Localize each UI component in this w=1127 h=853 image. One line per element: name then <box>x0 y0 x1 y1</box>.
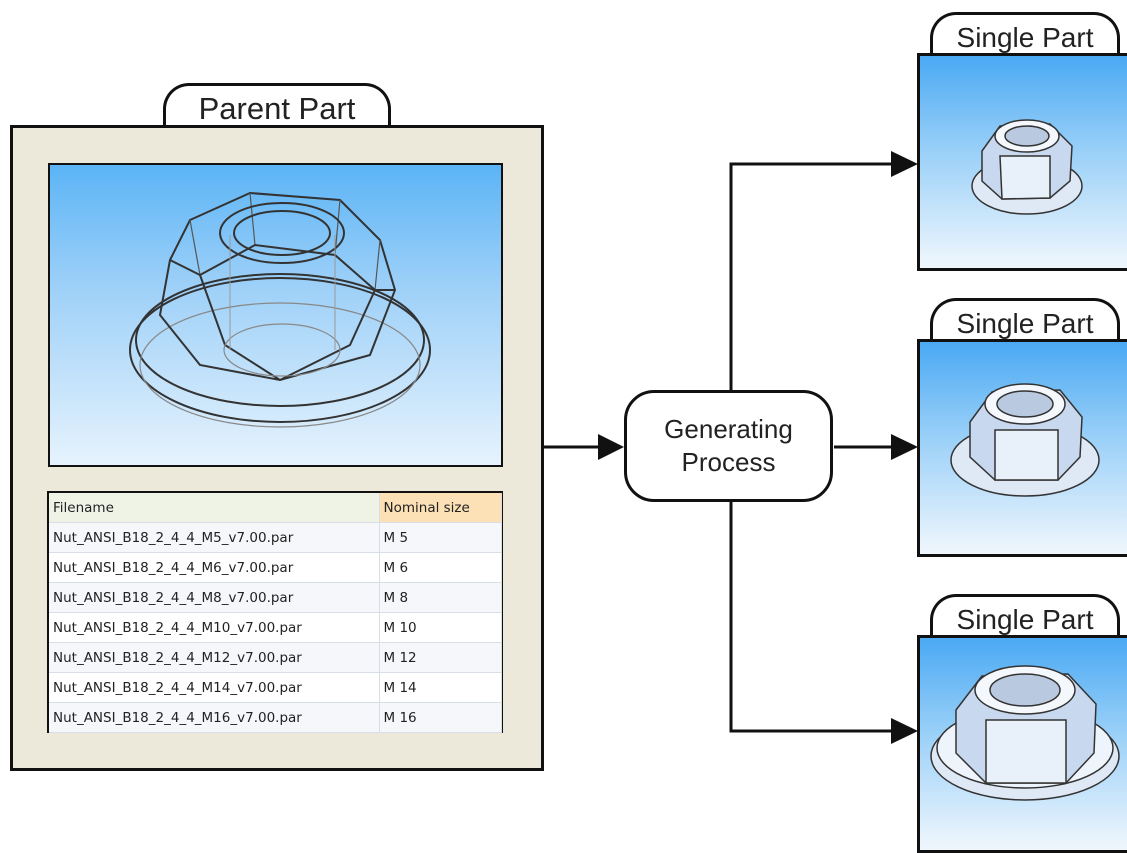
generating-process-box: Generating Process <box>624 390 833 502</box>
arrowhead-single-2 <box>891 434 918 460</box>
arrow-process-to-single-1 <box>729 162 893 390</box>
single-part-tab-3: Single Part <box>930 594 1120 638</box>
part-family-table: Filename Nominal size Nut_ANSI_B18_2_4_4… <box>47 491 503 733</box>
parent-part-tab: Parent Part <box>163 83 391 128</box>
process-label-line-2: Process <box>681 447 776 477</box>
arrowhead-single-3 <box>891 718 918 744</box>
cell-filename: Nut_ANSI_B18_2_4_4_M5_v7.00.par <box>49 522 380 553</box>
single-part-image-2 <box>917 339 1127 557</box>
single-part-tab-1: Single Part <box>930 12 1120 56</box>
cell-nominal-size: M 12 <box>379 642 502 673</box>
header-filename[interactable]: Filename <box>49 493 380 523</box>
parent-part-label: Parent Part <box>198 91 356 126</box>
cell-nominal-size: M 16 <box>379 702 502 733</box>
nut-small-icon <box>971 119 1083 215</box>
table-row[interactable]: Nut_ANSI_B18_2_4_4_M10_v7.00.par M 10 <box>49 612 502 643</box>
cell-nominal-size: M 14 <box>379 672 502 703</box>
cell-filename: Nut_ANSI_B18_2_4_4_M12_v7.00.par <box>49 642 380 673</box>
cell-filename: Nut_ANSI_B18_2_4_4_M14_v7.00.par <box>49 672 380 703</box>
table-row[interactable]: Nut_ANSI_B18_2_4_4_M12_v7.00.par M 12 <box>49 642 502 673</box>
single-part-tab-2: Single Part <box>930 298 1120 342</box>
nut-large-icon <box>930 665 1120 801</box>
cell-nominal-size: M 10 <box>379 612 502 643</box>
table-row[interactable]: Nut_ANSI_B18_2_4_4_M8_v7.00.par M 8 <box>49 582 502 613</box>
arrowhead-single-1 <box>891 151 918 177</box>
cell-filename: Nut_ANSI_B18_2_4_4_M6_v7.00.par <box>49 552 380 583</box>
table-row[interactable]: Nut_ANSI_B18_2_4_4_M5_v7.00.par M 5 <box>49 522 502 553</box>
header-nominal-size[interactable]: Nominal size <box>379 493 502 523</box>
parent-nut-wireframe-image <box>48 163 503 467</box>
single-part-image-3 <box>917 635 1127 853</box>
cell-filename: Nut_ANSI_B18_2_4_4_M16_v7.00.par <box>49 702 380 733</box>
single-part-label: Single Part <box>956 308 1094 339</box>
cell-filename: Nut_ANSI_B18_2_4_4_M10_v7.00.par <box>49 612 380 643</box>
table-row[interactable]: Nut_ANSI_B18_2_4_4_M16_v7.00.par M 16 <box>49 702 502 733</box>
arrowhead-process <box>598 434 624 460</box>
table-row[interactable]: Nut_ANSI_B18_2_4_4_M14_v7.00.par M 14 <box>49 672 502 703</box>
cell-nominal-size: M 6 <box>379 552 502 583</box>
arrow-process-to-single-3 <box>729 502 893 733</box>
table-header-row: Filename Nominal size <box>49 493 502 523</box>
table-row[interactable]: Nut_ANSI_B18_2_4_4_M6_v7.00.par M 6 <box>49 552 502 583</box>
cell-filename: Nut_ANSI_B18_2_4_4_M8_v7.00.par <box>49 582 380 613</box>
single-part-label: Single Part <box>956 22 1094 53</box>
cell-nominal-size: M 8 <box>379 582 502 613</box>
cell-nominal-size: M 5 <box>379 522 502 553</box>
single-part-image-1 <box>917 53 1127 271</box>
single-part-label: Single Part <box>956 604 1094 635</box>
process-label-line-1: Generating <box>664 414 793 444</box>
nut-medium-icon <box>950 383 1100 497</box>
